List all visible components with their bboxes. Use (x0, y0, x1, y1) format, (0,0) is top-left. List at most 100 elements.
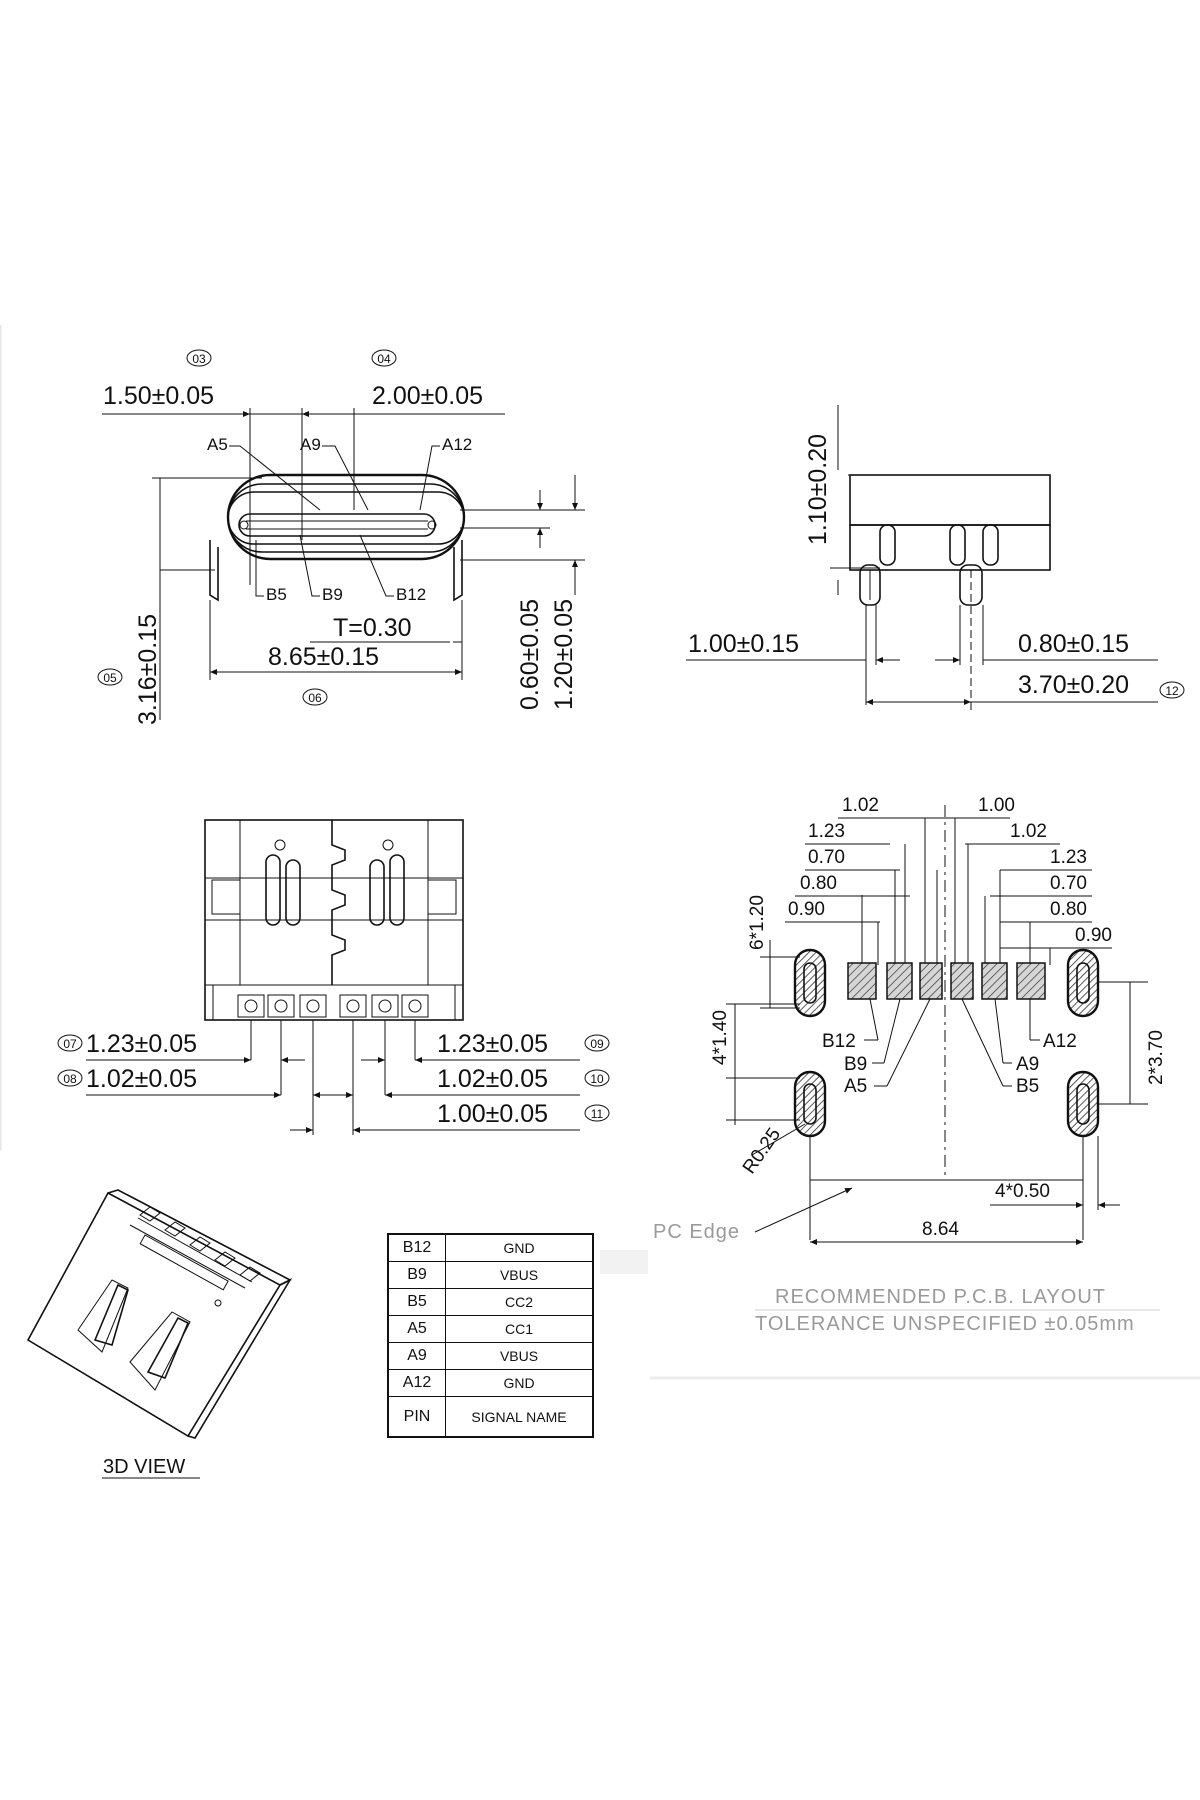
side-view: 1.10±0.20 1.00±0.15 0.80±0.15 3.70±0.20 (686, 405, 1185, 710)
pad-a12 (1016, 962, 1046, 1000)
pcb-dim-0-70-a: 0.70 (808, 847, 845, 868)
dim-side-right: 0.80±0.15 (1018, 630, 1129, 658)
svg-text:10: 10 (590, 1072, 604, 1086)
pcb-dim-radius: R0.25 (739, 1124, 785, 1178)
pad-a9 (981, 962, 1008, 1000)
table-row: A9 VBUS (387, 1342, 594, 1370)
signal-cell: VBUS (445, 1342, 594, 1370)
svg-text:09: 09 (590, 1037, 604, 1051)
signal-cell: VBUS (445, 1261, 594, 1289)
pcb-dim-1-00: 1.00 (978, 795, 1015, 816)
pcb-dim-slot-len: 6*1.20 (747, 895, 768, 950)
slot-bottom-right (1066, 1070, 1100, 1138)
dim-top-right-1: 1.23±0.05 (437, 1030, 548, 1058)
dim-pin-offset-small: 0.60±0.05 (516, 599, 544, 710)
signal-cell: CC2 (445, 1288, 594, 1316)
view-3d: 3D VIEW (26, 1189, 293, 1479)
pcb-dim-1-23-b: 1.23 (1050, 847, 1087, 868)
pad-label-b12: B12 (822, 1031, 856, 1052)
callout-05: 05 (97, 668, 123, 686)
pin-label-a5: A5 (207, 435, 228, 454)
dim-side-left: 1.00±0.15 (688, 630, 799, 658)
dim-top-left-2: 1.02±0.05 (86, 1065, 197, 1093)
pin-cell: A9 (387, 1342, 446, 1370)
dim-top-left-1: 1.23±0.05 (86, 1030, 197, 1058)
svg-text:12: 12 (1165, 684, 1179, 698)
view-3d-label: 3D VIEW (103, 1456, 185, 1478)
signal-cell: GND (445, 1233, 594, 1262)
pin-label-a9: A9 (300, 435, 321, 454)
pin-label-b12: B12 (396, 585, 426, 604)
pad-label-b9: B9 (844, 1054, 867, 1075)
top-view: 07 1.23±0.05 08 1.02±0.05 1.23±0.05 09 1… (57, 819, 610, 1135)
table-row: A5 CC1 (387, 1315, 594, 1343)
slot-top-right (1066, 948, 1100, 1018)
dim-pin-offset-large: 1.20±0.05 (550, 599, 578, 710)
callout-08: 08 (57, 1069, 83, 1087)
dim-pitch-left: 1.50±0.05 (103, 382, 214, 410)
pcb-dim-0-80-a: 0.80 (800, 873, 837, 894)
pin-header: PIN (387, 1396, 446, 1438)
dim-side-height: 1.10±0.20 (804, 434, 832, 545)
callout-09: 09 (584, 1034, 610, 1052)
pcb-dim-slot-width: 4*0.50 (995, 1181, 1050, 1202)
table-row: A12 GND (387, 1369, 594, 1397)
pcb-layout: 1.02 1.00 1.23 0.70 0.80 0.90 1.02 1.23 … (600, 795, 1200, 1380)
dim-width: 8.65±0.15 (268, 643, 379, 671)
dim-top-right-3: 1.00±0.05 (437, 1100, 548, 1128)
svg-text:08: 08 (63, 1072, 77, 1086)
dim-top-right-2: 1.02±0.05 (437, 1065, 548, 1093)
svg-text:07: 07 (63, 1037, 77, 1051)
svg-text:05: 05 (103, 671, 117, 685)
signal-cell: GND (445, 1369, 594, 1397)
pcb-dim-0-90-a: 0.90 (788, 899, 825, 920)
pin-label-b5: B5 (266, 585, 287, 604)
pcb-dim-1-02-b: 1.02 (1010, 821, 1047, 842)
front-view: 03 04 1.50±0.05 2.00±0.05 A5 A9 A12 (97, 349, 585, 725)
pin-label-b9: B9 (322, 585, 343, 604)
dim-thickness: T=0.30 (333, 614, 412, 642)
callout-07: 07 (57, 1034, 83, 1052)
table-row: B12 GND (387, 1233, 594, 1262)
callout-06: 06 (302, 688, 328, 706)
pad-label-a9: A9 (1016, 1054, 1039, 1075)
pcb-dim-slot-pitch: 2*3.70 (1146, 1030, 1167, 1085)
svg-text:04: 04 (377, 352, 391, 366)
pcb-dim-width: 8.64 (922, 1219, 959, 1240)
svg-text:11: 11 (591, 1107, 604, 1121)
pin-cell: A12 (387, 1369, 446, 1397)
pcb-note-tolerance: TOLERANCE UNSPECIFIED ±0.05mm (755, 1313, 1135, 1335)
pcb-dim-0-70-b: 0.70 (1050, 873, 1087, 894)
signal-cell: CC1 (445, 1315, 594, 1343)
pad-b9 (886, 962, 913, 1000)
pin-label-a12: A12 (442, 435, 472, 454)
table-row: B5 CC2 (387, 1288, 594, 1316)
pc-edge-label: PC Edge (653, 1221, 740, 1243)
dim-pitch-right: 2.00±0.05 (372, 382, 483, 410)
slot-top-left (793, 948, 827, 1018)
pad-a5 (919, 962, 943, 1000)
pin-cell: B12 (387, 1233, 446, 1262)
pcb-dim-0-80-b: 0.80 (1050, 899, 1087, 920)
callout-04: 04 (371, 349, 397, 367)
pcb-dim-slot-spacing: 4*1.40 (710, 1010, 731, 1065)
dim-height: 3.16±0.15 (134, 614, 162, 725)
pad-b12 (847, 962, 877, 1000)
callout-12: 12 (1159, 681, 1185, 699)
pcb-dim-1-02-a: 1.02 (842, 795, 879, 816)
callout-10: 10 (584, 1069, 610, 1087)
pin-cell: A5 (387, 1315, 446, 1343)
pad-label-a12: A12 (1043, 1031, 1077, 1052)
pad-label-b5: B5 (1016, 1076, 1039, 1097)
pin-cell: B9 (387, 1261, 446, 1289)
pad-b5 (950, 962, 974, 1000)
pin-signal-table: B12 GND B9 VBUS B5 CC2 A5 CC1 A9 VBUS A1… (387, 1233, 594, 1438)
table-header-row: PIN SIGNAL NAME (387, 1396, 594, 1438)
callout-03: 03 (186, 349, 212, 367)
pcb-dim-0-90-b: 0.90 (1075, 925, 1112, 946)
callout-11: 11 (584, 1104, 610, 1122)
pcb-dim-1-23-a: 1.23 (808, 821, 845, 842)
svg-text:03: 03 (192, 352, 206, 366)
pcb-note-title: RECOMMENDED P.C.B. LAYOUT (775, 1286, 1106, 1308)
